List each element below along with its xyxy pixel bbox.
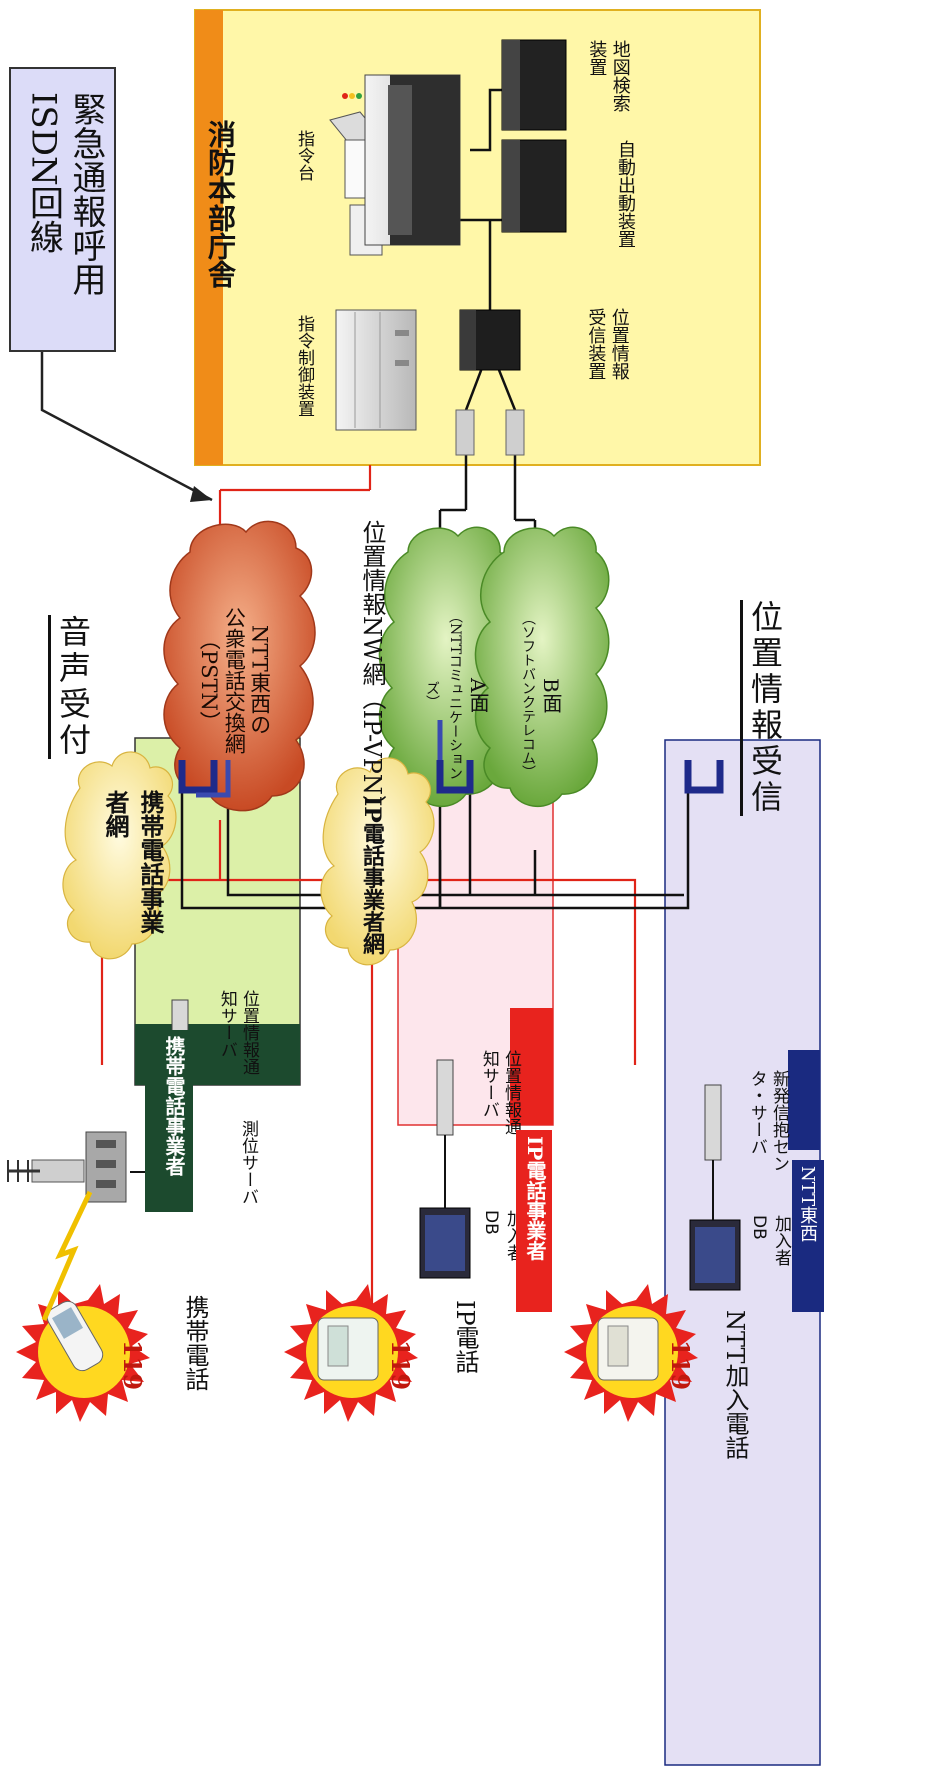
positioning-server-label: 測位サーバ bbox=[238, 1120, 258, 1205]
isdn-label: 緊急通報呼用 ISDN回線 bbox=[22, 92, 107, 342]
isdn-arrow-head bbox=[190, 486, 212, 502]
auto-dispatch-label: 自動出動装置 bbox=[615, 140, 636, 248]
tower-shelter bbox=[85, 1131, 127, 1203]
caller-ntt-label: NTT加入電話 bbox=[721, 1310, 749, 1460]
voice-section-title: 音声受付 bbox=[54, 615, 92, 759]
pstn-label: NTT東西の 公衆電話交換網 （PSTN） bbox=[196, 575, 272, 785]
ip-router bbox=[436, 720, 474, 794]
isdn-arrow-line bbox=[40, 352, 213, 502]
ntt-subscriber-db-device bbox=[689, 1219, 741, 1291]
ip-notify-server-label: 位置情報通知サーバ bbox=[478, 1050, 521, 1135]
location-receiver-label: 位置情報受信装置 bbox=[585, 308, 630, 380]
mobile-burst bbox=[16, 1284, 150, 1422]
vpn-a-label: A面 （NTTコミュニケーションズ） bbox=[420, 600, 490, 790]
pstn-line2: 公衆電話交換網 bbox=[222, 606, 247, 754]
location-network-label: 位置情報NW網（IP-VPN） bbox=[358, 520, 386, 819]
isdn-line2: ISDN回線 bbox=[23, 92, 64, 254]
mobile-router bbox=[178, 760, 231, 798]
vpn-b-name: B面 bbox=[539, 677, 563, 713]
control-device-label: 指令制御装置 bbox=[294, 315, 314, 417]
command-desk-device bbox=[329, 74, 461, 256]
control-device bbox=[335, 309, 417, 431]
caller-mobile-label: 携帯電話 bbox=[181, 1295, 209, 1391]
map-search-label: 地図検索装置 bbox=[586, 40, 631, 112]
ip-subscriber-db-device bbox=[419, 1207, 471, 1279]
isdn-line1: 緊急通報呼用 bbox=[66, 92, 106, 296]
ip-119: 119 bbox=[386, 1340, 415, 1391]
fire-hq-title: 消防本部庁舎 bbox=[204, 120, 237, 288]
ntt-phone-burst bbox=[564, 1284, 698, 1422]
vpn-a-name: A面 bbox=[466, 677, 490, 713]
mobile-notify-server-label: 位置情報通知サーバ bbox=[216, 990, 259, 1075]
ip-net-label: IP電話事業者網 bbox=[359, 796, 385, 955]
mobile-net-label: 携帯電話事業者網 bbox=[101, 790, 165, 934]
location-section-title: 位置情報受信 bbox=[746, 600, 784, 816]
ip-net-cloud bbox=[320, 757, 435, 966]
auto-dispatch-device bbox=[501, 139, 567, 233]
mobile-net-cloud bbox=[62, 751, 177, 960]
pstn-line3: （PSTN） bbox=[197, 628, 222, 732]
ntt-router bbox=[684, 760, 724, 794]
ntt-center-server-label: 新発信抱センタ・サーバ bbox=[746, 1070, 789, 1172]
vpn-b-label: B面 （ソフトバンクテレコム） bbox=[516, 600, 563, 790]
map-search-device bbox=[501, 39, 567, 131]
pstn-cloud bbox=[163, 520, 316, 812]
ip-carrier-label: IP電話事業者 bbox=[516, 1130, 552, 1312]
radio-bolt bbox=[41, 1190, 93, 1321]
router-a bbox=[455, 409, 475, 456]
vpn-a-operator: （NTTコミュニケーションズ） bbox=[424, 609, 463, 781]
command-desk-label: 指令台 bbox=[294, 130, 314, 181]
ntt-band bbox=[788, 1050, 820, 1150]
isdn-box bbox=[9, 67, 116, 352]
fire-hq-area bbox=[194, 9, 761, 466]
mobile-carrier-label: 携帯電話事業者 bbox=[145, 1030, 193, 1212]
fire-hq-band bbox=[195, 10, 223, 465]
ntt-119: 119 bbox=[666, 1340, 695, 1391]
vpn-b-cloud bbox=[474, 526, 610, 808]
cell-tower bbox=[7, 1159, 85, 1183]
ip-carrier-band bbox=[510, 1008, 553, 1125]
vpn-b-operator: （ソフトバンクテレコム） bbox=[520, 611, 536, 779]
ip-notify-server-device bbox=[436, 1059, 454, 1136]
ntt-center-server-device bbox=[704, 1084, 722, 1161]
router-b bbox=[505, 409, 525, 456]
ip-phone-burst bbox=[284, 1284, 418, 1422]
ntt-subscriber-db-label: 加入者DB bbox=[748, 1215, 791, 1266]
ntt-label: NTT東西 bbox=[792, 1160, 824, 1312]
mobile-119: 119 bbox=[118, 1340, 147, 1391]
pstn-line1: NTT東西の bbox=[247, 625, 272, 735]
caller-ip-label: IP電話 bbox=[451, 1300, 479, 1374]
location-receiver-device bbox=[459, 309, 521, 371]
